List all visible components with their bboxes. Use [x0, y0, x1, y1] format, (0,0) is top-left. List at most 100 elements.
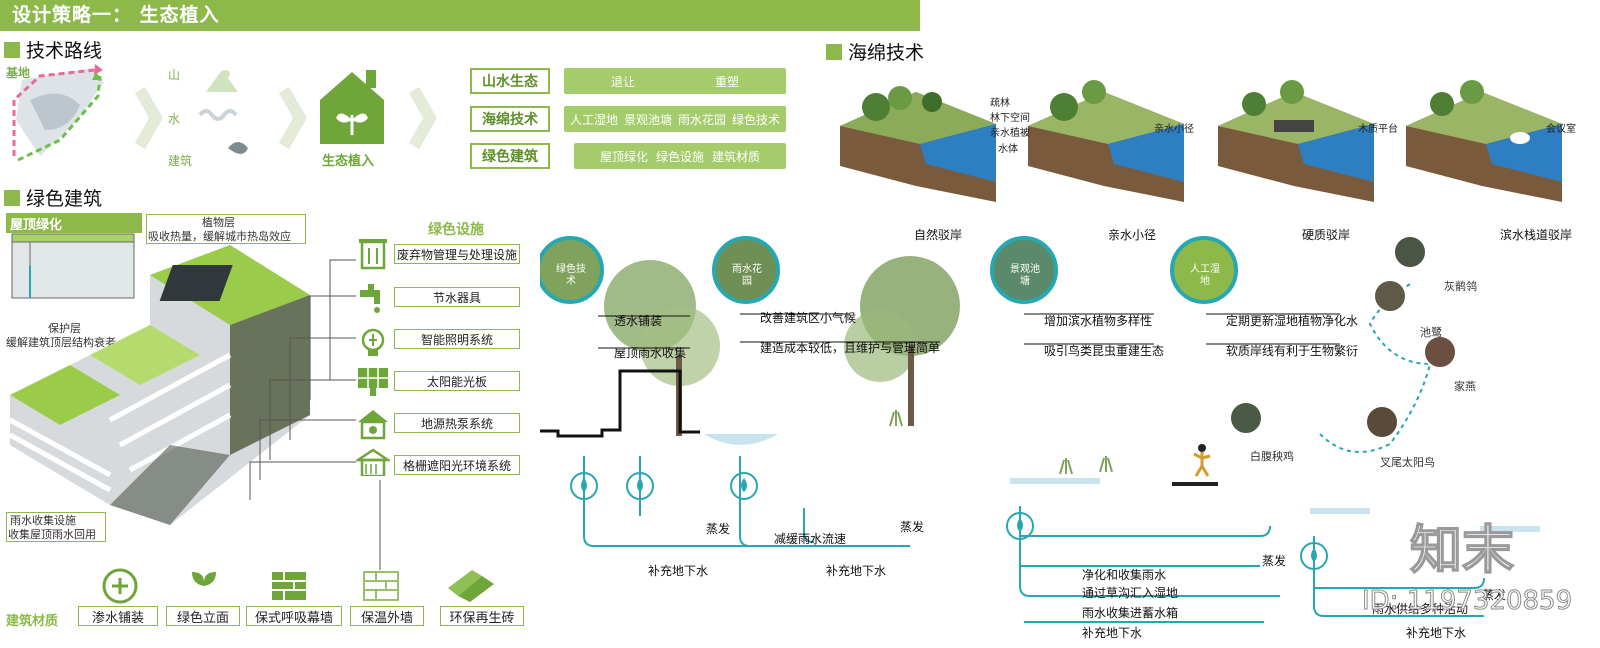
g2-line-1: 建造成本较低，且维护与管理简单: [760, 341, 941, 355]
section-diagram-graphic: [540, 236, 1540, 623]
bird-icon: [1423, 335, 1457, 369]
facility-0: 废弃物管理与处理设施: [394, 244, 520, 264]
section-square-icon: [4, 189, 20, 206]
strategy-item: 雨水花园: [678, 112, 727, 127]
facility-2: 智能照明系统: [394, 329, 520, 349]
facility-5: 格栅遮阳光环境系统: [394, 455, 520, 475]
g2-line-0: 改善建筑区小气候: [760, 311, 857, 325]
bank-label-0: 自然驳岸: [914, 228, 963, 242]
insulation-wall-icon: [363, 571, 399, 601]
wet-flow-1: 通过草沟汇入湿地: [1082, 586, 1179, 600]
bank-label-2: 硬质驳岸: [1302, 228, 1351, 242]
recharge-label-0: 补充地下水: [648, 564, 709, 578]
strategy-item: 建筑材质: [712, 149, 761, 164]
g3-line-1: 吸引鸟类昆虫重建生态: [1044, 344, 1165, 358]
bird-icon: [1365, 405, 1399, 439]
g4-line-0: 定期更新湿地植物净化水: [1226, 314, 1359, 328]
g1-line-1: 屋顶雨水收集: [614, 346, 687, 360]
mountain-label: 山: [168, 68, 181, 82]
roof-title: 屋顶绿化: [10, 218, 63, 233]
circle-green-tech: [540, 236, 604, 304]
section-green-building: 绿色建筑: [4, 184, 102, 211]
strategy-name-2: 绿色建筑: [470, 143, 550, 169]
facility-1: 节水器具: [394, 287, 520, 307]
bird-label-1: 池鹭: [1420, 326, 1442, 339]
wet-flow-3: 补充地下水: [1082, 626, 1143, 640]
eco-label: 生态植入: [322, 154, 375, 169]
person-figure: [1193, 444, 1211, 477]
material-3: 保温外墙: [350, 606, 424, 626]
bank-block-hard: [1218, 80, 1374, 202]
shading-icon: [356, 448, 390, 476]
strategy-item: 重塑: [715, 74, 740, 89]
callout-2: 亲水植被: [990, 128, 1030, 139]
bank-block-boardwalk: [1406, 80, 1562, 202]
bird-icon: [1229, 401, 1263, 435]
material-1: 绿色立面: [166, 606, 240, 626]
trash-icon: [359, 239, 387, 270]
bird-icon: [1393, 236, 1427, 269]
facilities-title: 绿色设施: [428, 222, 484, 238]
bird-label-3: 白腹秧鸡: [1250, 450, 1294, 463]
droplet-icons: [570, 472, 1328, 570]
bank-block-path: [1028, 80, 1184, 202]
section-square-icon: [826, 43, 842, 60]
section-title: 海绵技术: [848, 42, 925, 64]
strategy-item: 人工湿地: [569, 112, 618, 127]
circle-wetland: [1170, 236, 1238, 304]
eco-house-icon: [320, 70, 384, 144]
section-tech-route: 技术路线: [4, 36, 102, 63]
circle-label-0: 绿色技术: [556, 264, 586, 287]
strategy-item: 绿色技术: [732, 112, 781, 127]
circle-label-2: 景观池塘: [1010, 264, 1040, 287]
callout-3: 水体: [998, 144, 1018, 155]
page-header: 设计策略一： 生态植入: [0, 0, 920, 31]
bank-label-1: 亲水小径: [1108, 228, 1157, 242]
material-icons: [102, 568, 494, 604]
callout-4: 亲水小径: [1154, 124, 1194, 135]
protect-layer-desc: 缓解建筑顶层结构衰老: [6, 336, 116, 349]
facility-icons: [356, 239, 390, 476]
facility-connector-lines: [249, 259, 381, 570]
evap-label-3: 蒸发: [1482, 588, 1507, 602]
recharge-label-1: 补充地下水: [826, 564, 887, 578]
bank-blocks-graphic: [840, 80, 1562, 202]
heat-pump-icon: [358, 410, 388, 440]
bulb-icon: [361, 328, 385, 356]
water-label: 水: [168, 112, 181, 126]
wet-flow-2: 雨水收集进蓄水箱: [1082, 606, 1179, 620]
bird-label-4: 叉尾太阳鸟: [1380, 456, 1435, 469]
rain-box: [6, 512, 106, 542]
roof-section-graphic: [11, 233, 135, 299]
strategy-items-2: 屋顶绿化 绿色设施 建筑材质: [574, 143, 786, 169]
callout-6: 会议室: [1546, 124, 1576, 135]
tree-graphic: [844, 256, 960, 426]
callout-0: 疏林: [990, 98, 1010, 109]
strategy-item: 屋顶绿化: [599, 149, 648, 164]
bird-icon: [1373, 279, 1407, 313]
material-0: 渗水铺装: [78, 606, 158, 626]
plant-layer-label: 植物层: [202, 216, 235, 229]
section-title: 技术路线: [26, 40, 103, 62]
section-title: 绿色建筑: [26, 188, 103, 210]
strategy-name-1: 海绵技术: [470, 106, 550, 132]
strategy-name-0: 山水生态: [470, 68, 550, 94]
section-square-icon: [4, 41, 20, 58]
site-map-icon: [12, 64, 104, 162]
permeable-paving-icon: [102, 568, 138, 604]
bank-block-natural: [840, 86, 996, 202]
roof-title-bar: [6, 213, 142, 233]
circle-label-3: 人工湿地: [1190, 264, 1220, 287]
materials-title: 建筑材质: [6, 614, 59, 629]
recycled-brick-icon: [448, 570, 494, 602]
watermark-logo: 知末: [1409, 520, 1515, 582]
end-flow-1: 补充地下水: [1406, 626, 1467, 640]
callout-1: 林下空间: [990, 113, 1030, 124]
circle-landscape-pond: [990, 236, 1058, 304]
protect-layer-label: 保护层: [48, 322, 81, 335]
strategy-item: 绿色设施: [655, 149, 704, 164]
callout-5: 木质平台: [1358, 124, 1398, 135]
facility-4: 地源热泵系统: [394, 413, 520, 433]
strategy-item: 退让: [610, 74, 635, 89]
tech-route-graphic: [12, 64, 437, 162]
